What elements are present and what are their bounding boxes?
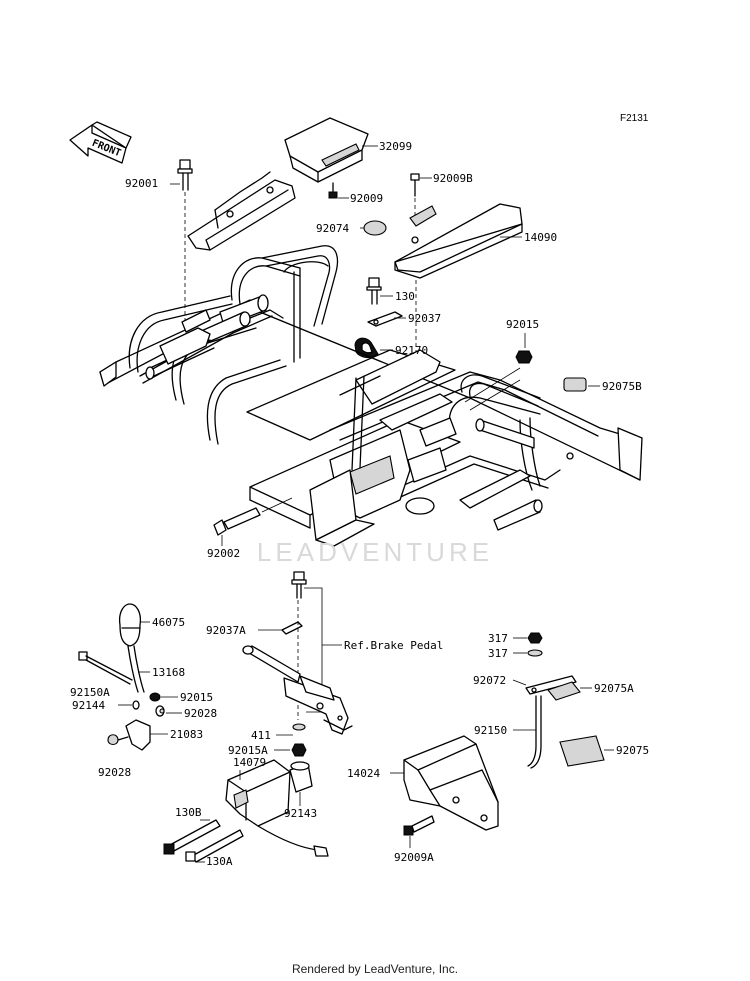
label-130a: 130A [206,855,233,868]
part-92002-bolt [213,497,293,546]
part-92009-bolt [328,182,349,199]
label-92009b: 92009B [433,172,473,185]
label-92075b: 92075B [602,380,642,393]
brake-pedal-assembly [242,571,353,757]
label-317-b: 317 [488,647,508,660]
label-92170: 92170 [395,344,429,357]
part-92009a-bolt [403,815,435,848]
label-92001: 92001 [125,177,159,190]
label-92002: 92002 [207,547,241,560]
part-32099-cover [284,117,378,183]
label-14079: 14079 [233,756,267,769]
label-13168: 13168 [152,666,186,679]
label-317-a: 317 [488,632,508,645]
label-14090: 14090 [524,231,558,244]
label-92150: 92150 [474,724,508,737]
label-92015a: 92015A [228,744,268,757]
label-92009: 92009 [350,192,384,205]
watermark: LEADVENTURE [256,537,494,567]
bracket-front [187,171,296,251]
label-14024: 14024 [347,767,381,780]
label-411: 411 [251,729,271,742]
label-92074: 92074 [316,222,350,235]
front-arrow-icon: FRONT [69,121,132,164]
part-14090-plate [394,203,523,279]
label-92037a: 92037A [206,624,246,637]
label-32099: 32099 [379,140,413,153]
label-92150a: 92150A [70,686,110,699]
label-92037: 92037 [408,312,442,325]
label-92009a: 92009A [394,851,434,864]
label-46075: 46075 [152,616,186,629]
label-92143: 92143 [284,807,318,820]
right-parts-group [512,632,614,769]
label-21083: 21083 [170,728,204,741]
label-92028-left: 92028 [98,766,132,779]
part-92009b-bolt [410,173,432,215]
part-92075b-pad [563,377,600,392]
label-92015-top: 92015 [506,318,540,331]
part-92001-bolt [170,159,193,320]
label-130b: 130B [175,806,202,819]
part-92074-cap [360,220,387,236]
label-92015-mid: 92015 [180,691,214,704]
part-130-bolt [366,277,393,305]
label-92075: 92075 [616,744,650,757]
label-92072: 92072 [473,674,507,687]
diagram-code: F2131 [620,113,649,124]
footer-credit: Rendered by LeadVenture, Inc. [291,962,459,976]
main-frame [99,245,643,547]
part-14024-cover [390,735,499,831]
part-92037-clamp [367,311,406,327]
label-92075a: 92075A [594,682,634,695]
label-92028-right: 92028 [184,707,218,720]
label-130: 130 [395,290,415,303]
label-92144: 92144 [72,699,106,712]
brake-lever-housing [163,759,329,863]
parking-brake-lever [78,603,182,751]
part-92015-nut [515,333,533,364]
label-ref-brake-pedal: Ref.Brake Pedal [344,639,444,652]
